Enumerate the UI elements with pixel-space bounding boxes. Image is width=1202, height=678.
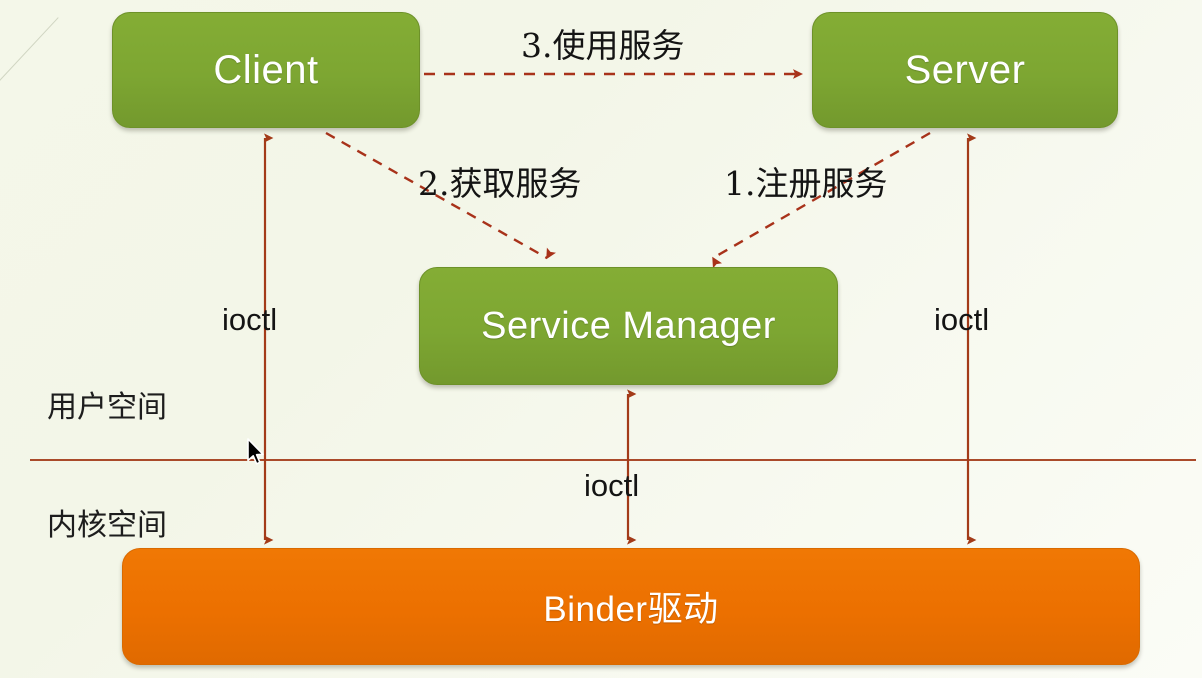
node-service-manager-label: Service Manager [481, 304, 776, 347]
corner-accent-line [0, 0, 59, 113]
node-binder-driver[interactable]: Binder驱动 [122, 548, 1140, 665]
node-client[interactable]: Client [112, 12, 420, 128]
node-binder-driver-label: Binder驱动 [543, 590, 719, 629]
node-server[interactable]: Server [812, 12, 1118, 128]
label-step-1-register-service: 1.注册服务 [724, 164, 888, 203]
node-service-manager[interactable]: Service Manager [419, 267, 838, 385]
node-client-label: Client [213, 47, 319, 92]
label-step-2-get-service: 2.获取服务 [418, 164, 582, 203]
label-kernel-space: 内核空间 [47, 508, 167, 543]
node-server-label: Server [904, 47, 1026, 92]
label-ioctl-left: ioctl [222, 302, 278, 337]
label-ioctl-right: ioctl [934, 302, 990, 337]
label-user-space: 用户空间 [47, 390, 167, 425]
mouse-cursor-icon [247, 438, 264, 465]
user-kernel-space-divider [30, 459, 1196, 461]
label-ioctl-middle: ioctl [584, 468, 640, 503]
label-step-3-use-service: 3.使用服务 [521, 26, 685, 65]
